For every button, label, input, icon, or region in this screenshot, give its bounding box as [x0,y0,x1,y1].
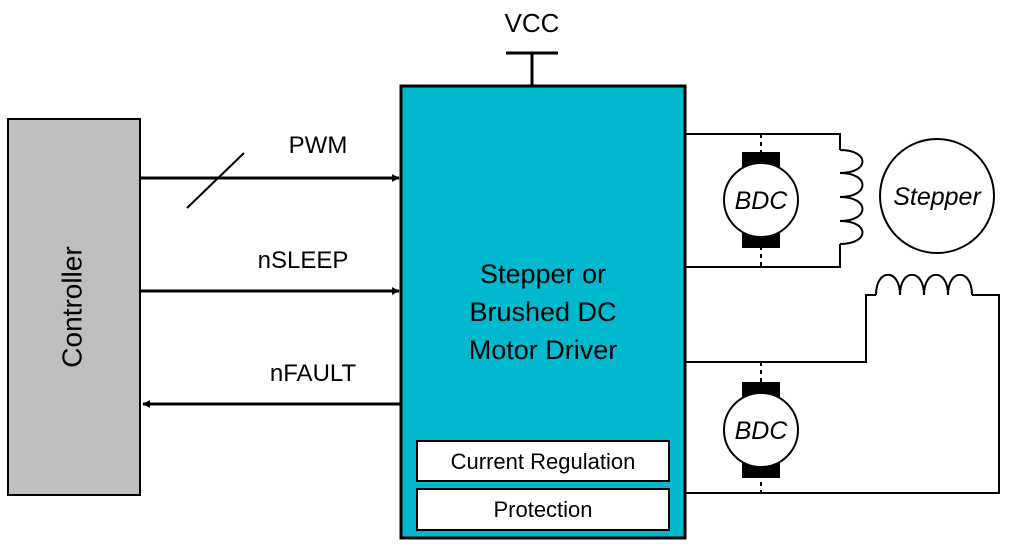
current-regulation-box [416,440,670,482]
stepper-label: Stepper [893,183,982,211]
protection-box [416,488,670,531]
nsleep-signal: nSLEEP [140,247,400,295]
vcc-label: VCC [505,8,560,38]
bdc-motor-top: BDC [723,134,799,267]
controller-block: Controller [7,118,141,496]
bdc-top-label: BDC [735,187,789,215]
stepper-motor: Stepper [879,138,995,254]
vcc-supply: VCC [505,8,560,86]
nfault-signal: nFAULT [142,360,401,408]
nfault-label: nFAULT [270,360,357,387]
controller-label: Controller [56,246,87,367]
stepper-coil-horizontal [875,274,973,296]
output-wiring [685,133,1000,494]
stepper-wire-left [685,294,876,363]
stepper-coil-vertical [839,149,864,245]
top-wire-upper [685,133,841,150]
bdc-bottom-label: BDC [735,417,789,445]
stepper-body [879,138,995,254]
controller-box [7,118,141,496]
driver-title-line2: Brushed DC [469,297,616,327]
pwm-signal: PWM [140,132,400,209]
driver-title-line3: Motor Driver [469,335,618,365]
bdc-bottom-body [723,392,799,468]
pwm-label: PWM [289,132,348,159]
protection-label: Protection [493,497,592,522]
bdc-top-body [723,162,799,238]
nsleep-label: nSLEEP [258,247,349,274]
driver-title-line1: Stepper or [480,259,606,289]
stepper-wire-right [685,294,1000,494]
motor-driver-block: Stepper or Brushed DC Motor Driver Curre… [399,84,687,540]
pwm-bus-slash [186,152,245,209]
top-wire-lower [685,244,841,268]
current-regulation-label: Current Regulation [451,449,636,474]
bdc-motor-bottom: BDC [723,362,799,493]
